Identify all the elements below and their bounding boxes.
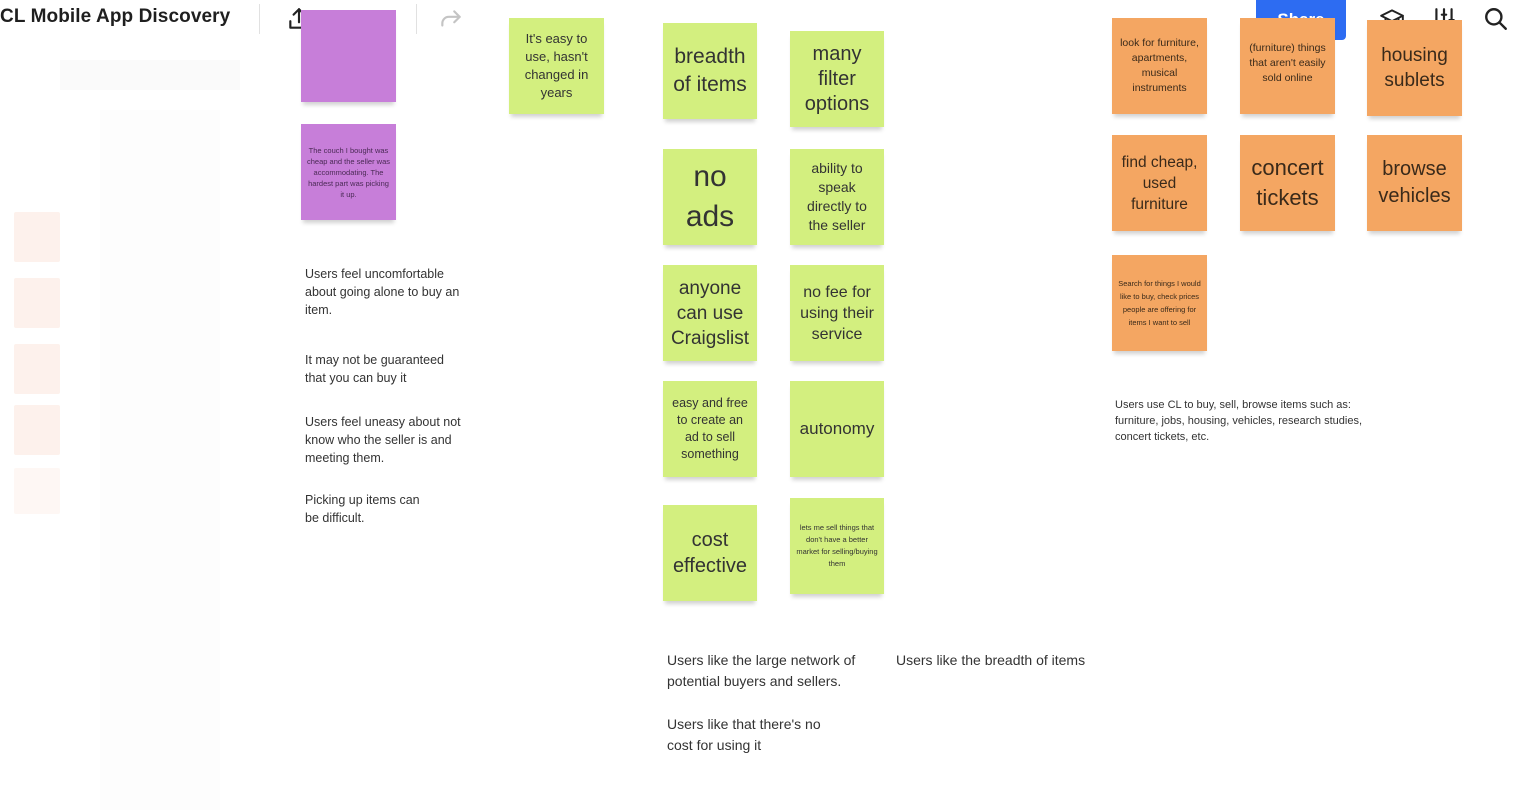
sticky-note-purple[interactable] <box>301 10 396 102</box>
sticky-text: housing sublets <box>1381 45 1448 91</box>
toolbar-divider <box>416 4 417 34</box>
sticky-note-green[interactable]: anyone can use Craigslist <box>663 265 757 361</box>
sticky-text: breadth of items <box>673 45 747 96</box>
sticky-text: The couch I bought was cheap and the sel… <box>307 145 390 199</box>
sticky-note-green[interactable]: autonomy <box>790 381 884 477</box>
text-note[interactable]: Users like that there's no cost for usin… <box>667 716 821 753</box>
canvas-ghost <box>14 278 60 328</box>
text-note[interactable]: Users feel uncomfortable about going alo… <box>305 267 460 317</box>
canvas-ghost <box>14 468 60 514</box>
sticky-note-purple[interactable]: The couch I bought was cheap and the sel… <box>301 124 396 220</box>
text-note[interactable]: Users like the breadth of items <box>896 652 1086 668</box>
sticky-note-orange[interactable]: find cheap, used furniture <box>1112 135 1207 231</box>
sticky-note-green[interactable]: breadth of items <box>663 23 757 119</box>
search-icon[interactable] <box>1481 4 1511 34</box>
sticky-note-green[interactable]: easy and free to create an ad to sell so… <box>663 381 757 477</box>
canvas-ghost <box>14 405 60 455</box>
text-note[interactable]: Users like the large network of potentia… <box>667 652 856 689</box>
sticky-text: cost effective <box>672 529 748 577</box>
canvas-ghost <box>100 110 220 810</box>
board-title[interactable]: CL Mobile App Discovery <box>0 6 231 27</box>
sticky-text: ability to speak directly to the seller <box>807 160 867 233</box>
text-note[interactable]: Users feel uneasy about not know who the… <box>305 415 461 465</box>
sticky-text: concert tickets <box>1251 155 1324 210</box>
canvas-ghost <box>14 344 60 394</box>
sticky-note-orange[interactable]: browse vehicles <box>1367 135 1462 231</box>
sticky-text: look for furniture, apartments, musical … <box>1120 37 1199 94</box>
text-note[interactable]: Picking up items can be difficult. <box>305 493 420 525</box>
sticky-note-green[interactable]: cost effective <box>663 505 757 601</box>
sticky-text: browse vehicles <box>1378 158 1451 207</box>
sticky-note-green[interactable]: lets me sell things that don't have a be… <box>790 498 884 594</box>
sticky-text: easy and free to create an ad to sell so… <box>672 396 748 461</box>
redo-icon[interactable] <box>436 4 466 34</box>
sticky-note-green[interactable]: no fee for using their service <box>790 265 884 361</box>
text-note[interactable]: Users use CL to buy, sell, browse items … <box>1115 399 1363 443</box>
sticky-text: lets me sell things that don't have a be… <box>796 523 878 568</box>
sticky-note-green[interactable]: ability to speak directly to the seller <box>790 149 884 245</box>
canvas-ghost <box>60 60 240 90</box>
sticky-note-orange[interactable]: (furniture) things that aren't easily so… <box>1240 18 1335 114</box>
sticky-note-orange[interactable]: look for furniture, apartments, musical … <box>1112 18 1207 114</box>
sticky-text: no fee for using their service <box>800 283 874 343</box>
sticky-text: It's easy to use, hasn't changed in year… <box>524 31 589 100</box>
sticky-text: no ads <box>685 160 735 233</box>
canvas-ghost <box>14 212 60 262</box>
toolbar-divider <box>259 4 260 34</box>
sticky-text: autonomy <box>799 418 875 438</box>
sticky-text: many filter options <box>804 42 870 115</box>
sticky-text: (furniture) things that aren't easily so… <box>1249 41 1326 84</box>
sticky-note-orange[interactable]: housing sublets <box>1367 20 1462 116</box>
sticky-note-green[interactable]: no ads <box>663 149 757 245</box>
sticky-note-orange[interactable]: Search for things I would like to buy, c… <box>1112 255 1207 351</box>
text-note[interactable]: It may not be guaranteed that you can bu… <box>305 353 444 385</box>
sticky-note-orange[interactable]: concert tickets <box>1240 135 1335 231</box>
sticky-note-green[interactable]: many filter options <box>790 31 884 127</box>
sticky-text: Search for things I would like to buy, c… <box>1118 279 1201 327</box>
sticky-text: find cheap, used furniture <box>1121 153 1198 213</box>
sticky-note-green[interactable]: It's easy to use, hasn't changed in year… <box>509 18 604 114</box>
sticky-text: anyone can use Craigslist <box>670 277 750 349</box>
